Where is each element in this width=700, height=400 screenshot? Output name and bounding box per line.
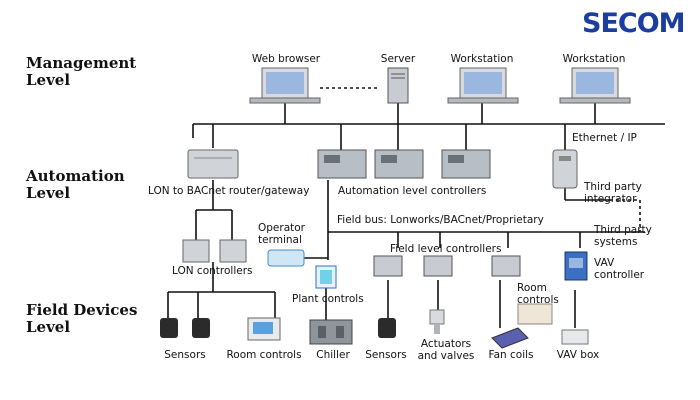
server-icon: [387, 67, 409, 104]
server-label: Server: [380, 53, 416, 65]
room-controls-label: Room controls: [226, 349, 302, 361]
automation-controller-icon-1: [317, 149, 367, 179]
field-controllers-label: Field level controllers: [390, 243, 502, 255]
third-party-integrator-label: Third party integrator: [584, 181, 642, 205]
fan-coil-icon: [491, 327, 529, 349]
field-controller-icon-3: [491, 255, 521, 277]
sensors-1-label: Sensors: [164, 349, 206, 361]
third-party-integrator-icon: [552, 149, 578, 189]
lon-controller-icon-1: [182, 239, 210, 263]
vav-box-label: VAV box: [556, 349, 600, 361]
room-controls-field-icon: [517, 303, 553, 325]
sensor-icon-3: [378, 318, 396, 338]
web-browser-label: Web browser: [251, 53, 321, 65]
automation-controller-icon-3: [441, 149, 491, 179]
sensors-2-label: Sensors: [365, 349, 407, 361]
workstation-1-label: Workstation: [450, 53, 514, 65]
workstation-2-label: Workstation: [562, 53, 626, 65]
computer-icon-workstation-2: [559, 67, 631, 104]
field-level-label: Field Devices Level: [26, 301, 138, 336]
sensor-icon-2: [192, 318, 210, 338]
automation-level-label: Automation Level: [26, 167, 125, 202]
lon-controller-icon-2: [219, 239, 247, 263]
vav-box-icon: [561, 329, 589, 345]
automation-controllers-label: Automation level controllers: [338, 185, 487, 197]
operator-terminal-icon: [267, 249, 305, 267]
operator-terminal-label: Operator terminal: [258, 222, 305, 246]
sensor-icon-1: [160, 318, 178, 338]
field-bus-label: Field bus: Lonworks/BACnet/Proprietary: [337, 214, 544, 226]
room-controls-field-label: Room controls: [517, 282, 559, 306]
vav-controller-icon: [564, 251, 588, 281]
management-level-label: Management Level: [26, 54, 137, 89]
lon-router-icon: [187, 149, 239, 179]
ethernet-label: Ethernet / IP: [572, 132, 637, 144]
plant-controls-icon: [315, 265, 337, 289]
vav-controller-label: VAV controller: [594, 257, 645, 281]
third-party-systems-label: Third party systems: [594, 224, 652, 248]
connection-lines: [167, 87, 665, 328]
chiller-label: Chiller: [316, 349, 350, 361]
plant-controls-label: Plant controls: [292, 293, 364, 305]
automation-controller-icon-2: [374, 149, 424, 179]
field-controller-icon-2: [423, 255, 453, 277]
lon-controllers-label: LON controllers: [172, 265, 253, 277]
field-controller-icon-1: [373, 255, 403, 277]
fan-coils-label: Fan coils: [488, 349, 534, 361]
actuator-valve-icon: [429, 309, 445, 334]
secom-logo: SECOM: [582, 8, 686, 39]
actuators-label: Actuators and valves: [417, 338, 475, 362]
computer-icon-workstation-1: [447, 67, 519, 104]
lon-router-label: LON to BACnet router/gateway: [148, 185, 310, 197]
room-controls-icon: [247, 317, 281, 341]
computer-icon-web-browser: [249, 67, 321, 104]
chiller-icon: [309, 319, 353, 345]
